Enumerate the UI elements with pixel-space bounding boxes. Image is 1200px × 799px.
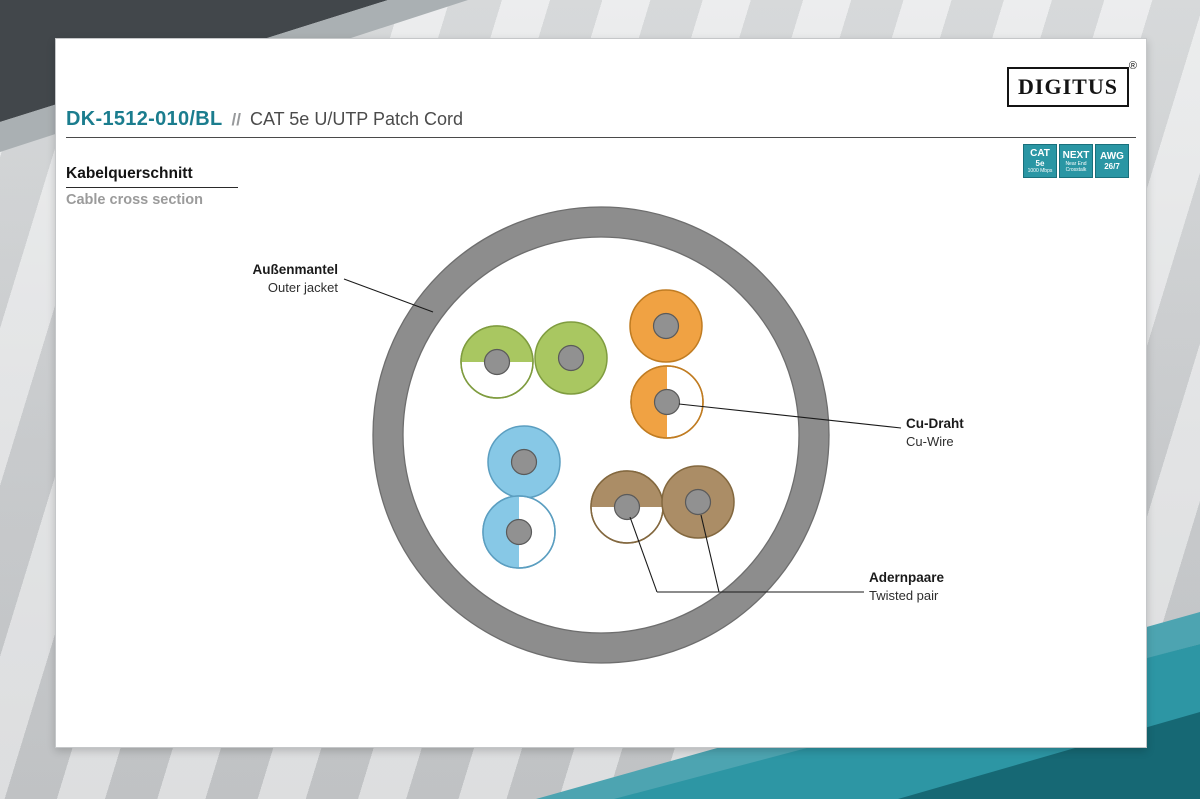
badge-next-line1: NEXT: [1062, 149, 1090, 161]
badge-awg-line1: AWG: [1100, 151, 1124, 162]
badge-cat5e-line3: 1000 Mbps: [1027, 168, 1053, 174]
badge-next-line2: Near End: [1065, 160, 1087, 167]
section-title-de: Kabelquerschnitt: [66, 165, 238, 188]
wire-brown-striped: [590, 470, 664, 544]
copper-core: [483, 348, 511, 376]
wire-pair-brown: [590, 465, 735, 544]
copper-core: [653, 388, 681, 416]
header-separator: //: [231, 110, 241, 129]
wire-blue-striped: [482, 495, 556, 569]
outer-jacket-label-en: Outer jacket: [267, 280, 338, 295]
outer-jacket-ring: [372, 206, 830, 664]
header-divider: [66, 137, 1136, 138]
wire-pair-orange: [629, 289, 704, 439]
wire-green-striped: [460, 325, 534, 399]
copper-core: [557, 344, 585, 372]
wire-outline: [630, 365, 704, 439]
jacket-outer-edge: [372, 206, 830, 664]
cu-wire-label-en: Cu-Wire: [906, 434, 954, 449]
registered-trademark-symbol: ®: [1128, 60, 1137, 72]
copper-core: [652, 312, 680, 340]
cu-wire-label-de: Cu-Draht: [906, 416, 964, 431]
cu-wire-label: Cu-Draht Cu-Wire: [906, 415, 964, 451]
product-code: DK-1512-010/BL: [66, 108, 223, 130]
wire-green-solid: [534, 321, 608, 395]
twisted-pair-label: Adernpaare Twisted pair: [869, 569, 944, 605]
cable-cross-section-diagram: [343, 206, 902, 664]
badge-cat5e-line1: CAT: [1030, 148, 1050, 159]
badge-next: NEXT Near End Crosstalk: [1059, 144, 1093, 178]
copper-core: [505, 518, 533, 546]
content-card: DIGITUS ® DK-1512-010/BL // CAT 5e U/UTP…: [55, 38, 1147, 748]
wire-half-fill: [483, 496, 519, 568]
wire-outline: [460, 325, 534, 399]
twisted-pair-label-en: Twisted pair: [869, 588, 939, 603]
wire-orange-striped: [630, 365, 704, 439]
jacket-inner-edge: [402, 236, 800, 634]
wire-half-fill: [461, 326, 533, 362]
badge-awg: AWG 26/7: [1095, 144, 1129, 178]
twisted-pair-label-de: Adernpaare: [869, 570, 945, 585]
wire-orange-solid: [629, 289, 703, 363]
section-title-block: Kabelquerschnitt Cable cross section: [66, 165, 238, 208]
product-name: CAT 5e U/UTP Patch Cord: [249, 109, 464, 129]
spec-badges: CAT 5e 1000 Mbps NEXT Near End Crosstalk…: [1023, 144, 1129, 178]
logo-text: DIGITUS: [1018, 74, 1118, 99]
wire-pair-green: [460, 321, 608, 399]
outer-jacket-leader-line: [343, 278, 434, 313]
outer-jacket-label: Außenmantel Outer jacket: [252, 261, 338, 297]
copper-core: [613, 493, 641, 521]
wire-brown-solid: [661, 465, 735, 539]
badge-awg-line2: 26/7: [1104, 162, 1120, 171]
outer-jacket-label-de: Außenmantel: [252, 262, 338, 277]
wire-outline: [482, 495, 556, 569]
product-header: DK-1512-010/BL // CAT 5e U/UTP Patch Cor…: [66, 108, 463, 131]
copper-core: [684, 488, 712, 516]
wire-half-fill: [591, 471, 663, 507]
cu-wire-leader-line: [678, 403, 902, 429]
digitus-logo: DIGITUS ®: [1007, 60, 1137, 107]
badge-cat5e-line2: 5e: [1035, 159, 1045, 168]
twisted-pair-leader-line-left: [629, 516, 658, 593]
section-title-en: Cable cross section: [66, 192, 203, 208]
wire-pair-blue: [482, 425, 561, 569]
badge-cat5e: CAT 5e 1000 Mbps: [1023, 144, 1057, 178]
twisted-pair-leader-line-right: [700, 514, 720, 593]
wire-half-fill: [631, 366, 667, 438]
wire-blue-solid: [487, 425, 561, 499]
leader-lines: [343, 278, 902, 593]
badge-next-line3: Crosstalk: [1065, 166, 1087, 173]
jacket-ring: [373, 207, 829, 663]
copper-core: [510, 448, 538, 476]
